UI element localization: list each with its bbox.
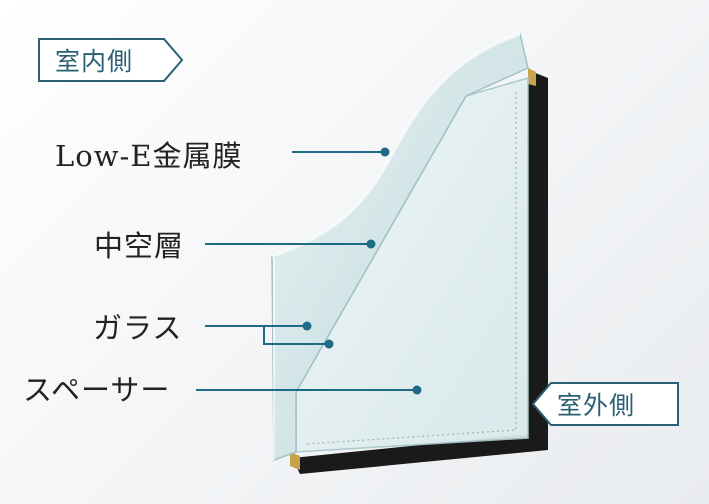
arrow-right-tag-shape [38, 38, 184, 82]
indoor-side-label: 室内側 [55, 47, 134, 76]
glass-pane-indoor [271, 32, 529, 462]
arrow-left-tag-shape [531, 382, 679, 426]
outdoor-side-tag: 室外側 [531, 382, 679, 426]
leader-low-e [292, 147, 390, 157]
low-e-film-label: Low-E金属膜 [55, 139, 243, 173]
leader-glass [205, 321, 334, 349]
leader-air-layer [205, 239, 376, 249]
air-layer-label: 中空層 [94, 229, 185, 263]
outdoor-side-label: 室外側 [557, 391, 636, 420]
glass-label: ガラス [93, 311, 183, 345]
indoor-side-tag: 室内側 [38, 38, 184, 82]
spacer-frame [290, 68, 548, 474]
spacer-label: スペーサー [23, 373, 171, 407]
leader-spacer [196, 385, 422, 395]
